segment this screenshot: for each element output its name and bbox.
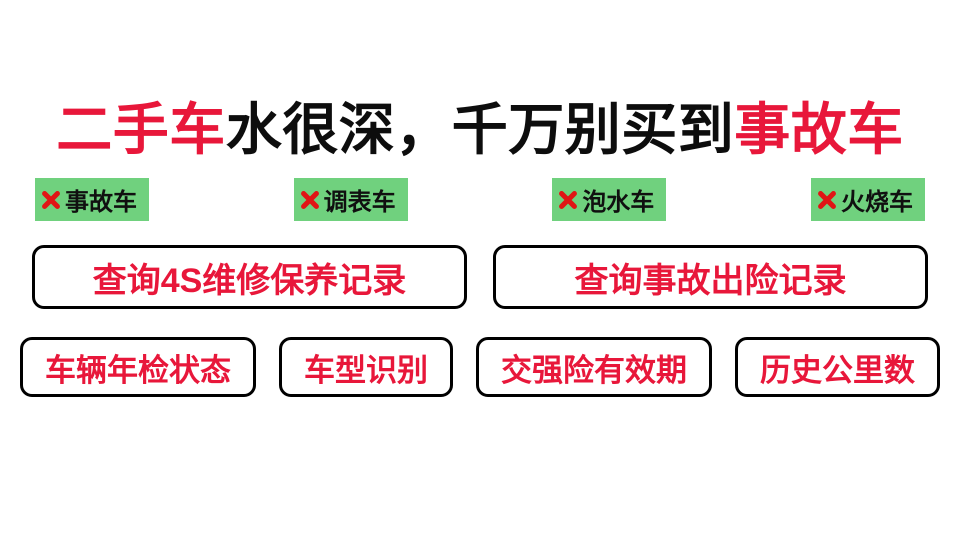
headline-highlight-right: 事故车 <box>734 98 904 161</box>
tag-odometer-rollback-car: 调表车 <box>293 178 408 222</box>
red-x-icon <box>39 188 63 212</box>
vehicle-inspection-status-button[interactable]: 车辆年检状态 <box>20 337 256 398</box>
tag-flooded-car: 泡水车 <box>552 178 667 222</box>
tag-label: 调表车 <box>323 189 396 217</box>
secondary-button-row: 车辆年检状态 车型识别 交强险有效期 历史公里数 <box>20 337 940 398</box>
tag-label: 泡水车 <box>582 189 655 217</box>
tag-label: 事故车 <box>65 189 137 217</box>
compulsory-insurance-validity-button[interactable]: 交强险有效期 <box>476 337 712 398</box>
page-title: 二手车水很深，千万别买到事故车 <box>30 98 930 162</box>
tag-label: 火烧车 <box>840 189 913 217</box>
car-model-recognition-button[interactable]: 车型识别 <box>279 337 453 398</box>
headline-highlight-left: 二手车 <box>56 98 226 161</box>
primary-button-row: 查询4S维修保养记录 查询事故出险记录 <box>32 245 928 310</box>
query-4s-maintenance-records-button[interactable]: 查询4S维修保养记录 <box>32 245 467 310</box>
red-x-icon <box>556 188 580 212</box>
tag-accident-car: 事故车 <box>35 178 149 222</box>
red-x-icon <box>815 188 839 212</box>
red-x-icon <box>298 188 322 212</box>
tag-row: 事故车 调表车 泡水车 火烧车 <box>35 178 925 222</box>
historical-mileage-button[interactable]: 历史公里数 <box>735 337 940 398</box>
query-accident-insurance-records-button[interactable]: 查询事故出险记录 <box>493 245 928 310</box>
tag-burned-car: 火烧车 <box>810 178 925 222</box>
headline-middle-text: 水很深，千万别买到 <box>225 98 735 161</box>
